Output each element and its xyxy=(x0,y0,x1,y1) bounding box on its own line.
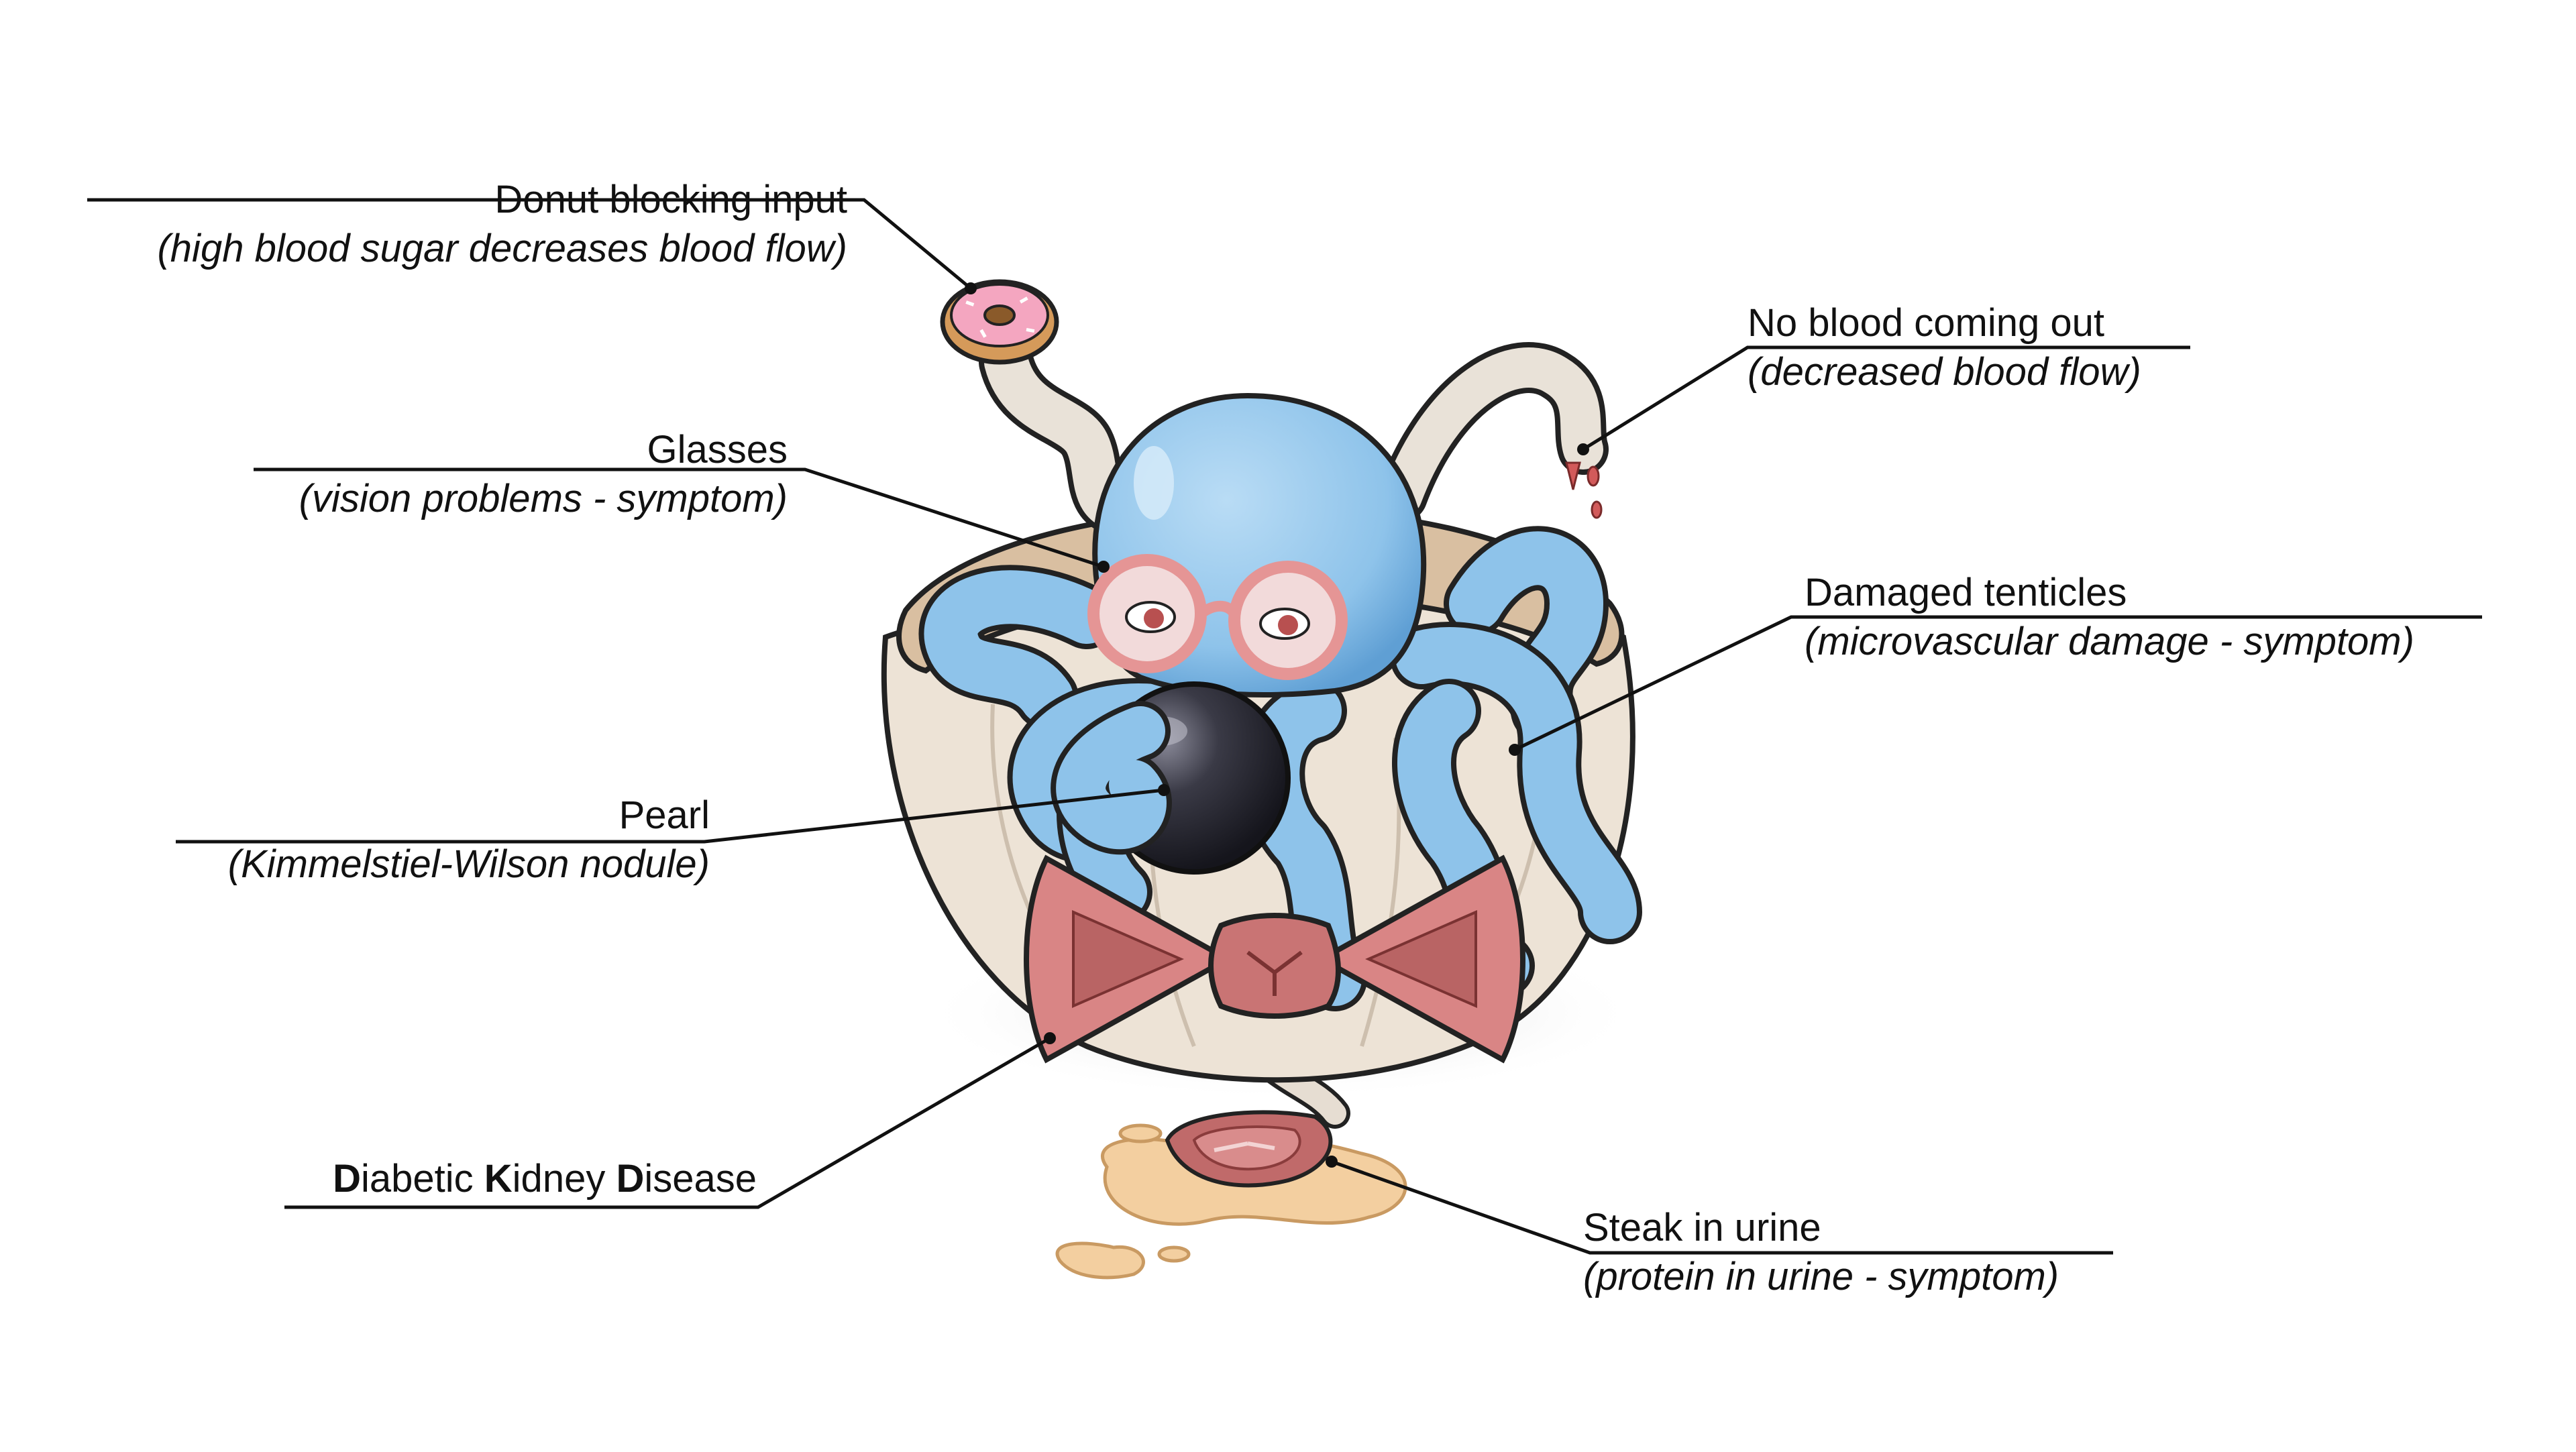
dkd-letter-d2: D xyxy=(616,1157,645,1200)
label-no-blood-title: No blood coming out xyxy=(1748,301,2104,345)
leader-steak xyxy=(1331,1160,2113,1255)
label-dkd: Diabetic Kidney Disease xyxy=(333,1155,757,1204)
leader-donut xyxy=(87,198,972,290)
label-pearl: Pearl (Kimmelstiel-Wilson nodule) xyxy=(228,791,710,889)
leader-pearl xyxy=(176,788,1165,844)
leader-tentacles xyxy=(1513,615,2482,752)
label-steak: Steak in urine (protein in urine - sympt… xyxy=(1583,1204,2059,1301)
label-no-blood: No blood coming out (decreased blood flo… xyxy=(1748,299,2141,396)
dkd-text-1: iabetic xyxy=(361,1157,484,1200)
leader-dkd xyxy=(284,1036,1051,1209)
bow-tie-illustration xyxy=(1024,854,1525,1064)
label-donut: Donut blocking input (high blood sugar d… xyxy=(157,176,847,273)
label-glasses-note: (vision problems - symptom) xyxy=(299,476,788,520)
label-glasses: Glasses (vision problems - symptom) xyxy=(299,426,788,523)
dkd-letter-d1: D xyxy=(333,1157,361,1200)
leader-no-blood xyxy=(1582,345,2190,451)
label-tentacles-note: (microvascular damage - symptom) xyxy=(1805,619,2414,663)
blood-drops xyxy=(1565,461,1603,519)
label-donut-note: (high blood sugar decreases blood flow) xyxy=(157,226,847,270)
label-pearl-title: Pearl xyxy=(619,793,710,837)
dkd-letter-k: K xyxy=(484,1157,513,1200)
label-tentacles: Damaged tenticles (microvascular damage … xyxy=(1805,569,2414,666)
leader-lines xyxy=(87,198,2482,1255)
leader-anchor-dots xyxy=(965,282,1589,1168)
donut-illustration xyxy=(940,279,1059,365)
leader-glasses xyxy=(254,467,1104,569)
steak-illustration xyxy=(1165,1110,1333,1188)
dkd-text-3: isease xyxy=(644,1157,757,1200)
label-pearl-note: (Kimmelstiel-Wilson nodule) xyxy=(227,842,710,886)
label-donut-title: Donut blocking input xyxy=(494,178,847,221)
label-tentacles-title: Damaged tenticles xyxy=(1805,571,2127,614)
glasses-illustration xyxy=(1087,554,1348,680)
label-steak-title: Steak in urine xyxy=(1583,1206,1821,1249)
label-glasses-title: Glasses xyxy=(647,428,788,471)
dkd-text-2: idney xyxy=(512,1157,616,1200)
label-steak-note: (protein in urine - symptom) xyxy=(1583,1254,2059,1298)
label-no-blood-note: (decreased blood flow) xyxy=(1748,349,2141,394)
